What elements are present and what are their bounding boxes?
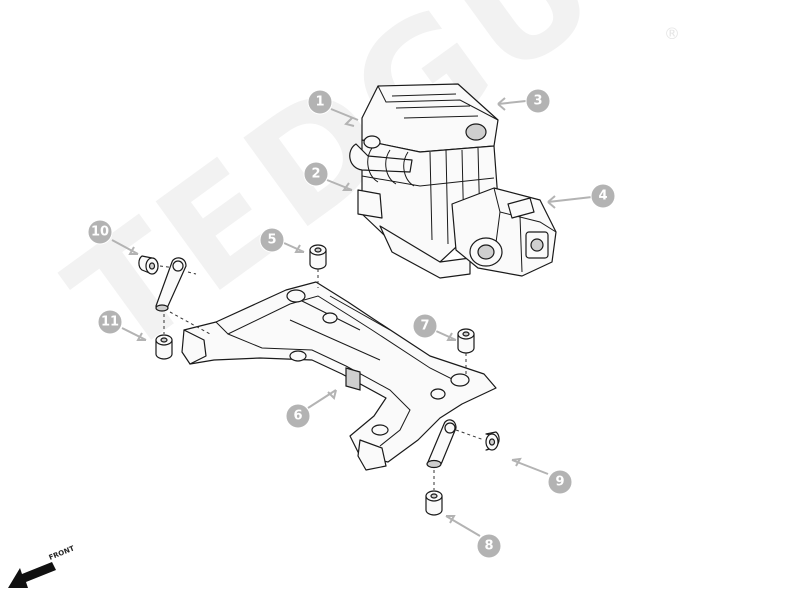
callout-5-label: 5 xyxy=(267,233,276,248)
callout-5: 5 xyxy=(259,227,285,253)
callout-4-label: 4 xyxy=(598,189,607,204)
callout-2: 2 xyxy=(303,161,329,187)
callout-9: 9 xyxy=(547,469,573,495)
gearbox-assembly xyxy=(451,187,557,277)
callout-11: 11 xyxy=(97,309,123,335)
callout-9-label: 9 xyxy=(555,475,564,490)
callout-2-label: 2 xyxy=(311,167,320,182)
subframe-bushing-8 xyxy=(425,470,443,516)
registered-mark: ® xyxy=(664,24,680,43)
mount-bracket-rear xyxy=(426,419,500,469)
callout-1: 1 xyxy=(307,89,333,115)
callout-7: 7 xyxy=(412,313,438,339)
callout-11-label: 11 xyxy=(101,315,119,330)
mount-bracket-front xyxy=(138,255,211,335)
callout-6-label: 6 xyxy=(293,409,302,424)
subframe-bushing-11 xyxy=(155,314,173,360)
callout-10: 10 xyxy=(87,219,113,245)
arrow-icon xyxy=(8,562,56,588)
subframe-bushing-5 xyxy=(309,244,327,288)
callout-7-label: 7 xyxy=(420,319,429,334)
callout-6: 6 xyxy=(285,403,311,429)
callout-10-label: 10 xyxy=(91,225,109,240)
front-label: FRONT xyxy=(48,544,76,562)
front-direction-arrow: FRONT xyxy=(8,544,76,588)
subframe xyxy=(181,281,497,471)
callout-8: 8 xyxy=(476,533,502,559)
subframe-bushing-7 xyxy=(457,328,475,374)
callout-1-label: 1 xyxy=(315,95,324,110)
callout-4: 4 xyxy=(590,183,616,209)
leader-lines xyxy=(111,97,593,537)
callout-8-label: 8 xyxy=(484,539,493,554)
callout-3-label: 3 xyxy=(533,94,542,109)
callout-3: 3 xyxy=(525,88,551,114)
